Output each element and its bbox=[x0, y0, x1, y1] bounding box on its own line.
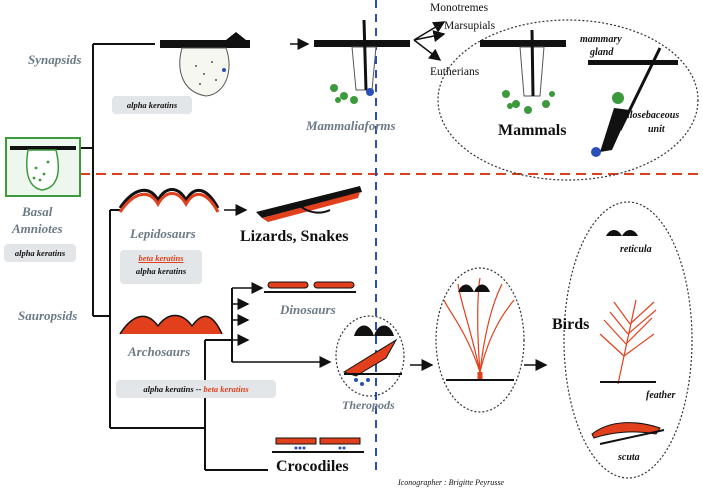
archosaur-alpha-label: alpha keratins -- bbox=[143, 384, 202, 394]
eutherians-label: Eutherians bbox=[430, 66, 480, 78]
birds-ellipse bbox=[563, 201, 693, 479]
dinosaur-scales-icon bbox=[264, 281, 356, 293]
sauropsids-label: Sauropsids bbox=[18, 308, 78, 323]
scuta-label: scuta bbox=[618, 452, 640, 463]
lepidosaur-scales-icon bbox=[118, 188, 220, 213]
lepidosaur-alpha-label: alpha keratins bbox=[135, 266, 187, 276]
basal-skin-icon bbox=[5, 137, 81, 197]
tree-arrows bbox=[224, 21, 548, 371]
lepidosaur-beta-label: beta keratins bbox=[138, 253, 184, 263]
theropod-ellipse bbox=[335, 315, 405, 397]
archosaurs-label: Archosaurs bbox=[128, 344, 191, 359]
feather-label: feather bbox=[646, 390, 676, 401]
lepidosaur-keratin-box: beta keratins alpha keratins bbox=[120, 250, 202, 284]
mammals-label: Mammals bbox=[498, 122, 567, 139]
basal-label-line1: Basal bbox=[22, 204, 53, 219]
pilosebaceous-line2: unit bbox=[648, 124, 665, 135]
reticula-label: reticula bbox=[620, 244, 652, 255]
crocodile-scute-icon bbox=[272, 437, 364, 453]
mammaliaforms-label: Mammaliaforms bbox=[306, 118, 396, 133]
reticula-icon bbox=[606, 230, 638, 236]
archosaur-beta-label: beta keratins bbox=[203, 384, 249, 394]
mammary-gland-icon bbox=[480, 29, 566, 114]
credit-label: Iconographer : Brigitte Peyrusse bbox=[398, 478, 504, 487]
scuta-icon bbox=[591, 422, 665, 445]
phylogeny-tree bbox=[80, 43, 268, 471]
monotremes-label: Monotremes bbox=[430, 2, 489, 14]
mammary-gland-line2: gland bbox=[590, 47, 614, 58]
early-feather-scales bbox=[458, 284, 490, 292]
theropods-label: Theropods bbox=[342, 398, 395, 412]
synapsids-label: Synapsids bbox=[28, 52, 82, 67]
lizards-snakes-label: Lizards, Snakes bbox=[240, 228, 349, 245]
basal-alpha-label: alpha keratins bbox=[14, 248, 66, 258]
crocodiles-label: Crocodiles bbox=[276, 458, 349, 475]
archosaur-scales-icon bbox=[119, 314, 223, 335]
marsupials-label: Marsupials bbox=[444, 20, 496, 32]
basal-label-line2: Amniotes bbox=[12, 221, 63, 236]
dinosaurs-label: Dinosaurs bbox=[280, 302, 336, 317]
lizard-scale-icon bbox=[256, 186, 362, 222]
archosaur-keratin-box: alpha keratins -- beta keratins bbox=[116, 380, 276, 398]
early-feather-icon bbox=[443, 277, 515, 380]
early-feather-ellipse bbox=[435, 267, 525, 413]
pilosebaceous-icon bbox=[588, 47, 678, 157]
synapsid-skin-icon bbox=[160, 32, 250, 97]
mammary-gland-line1: mammary bbox=[580, 34, 622, 45]
pilosebaceous-line1: pilosebaceous bbox=[622, 110, 680, 121]
synapsid-alpha-label: alpha keratins bbox=[126, 100, 178, 110]
mammals-ellipse bbox=[437, 19, 699, 181]
birds-label: Birds bbox=[552, 316, 590, 333]
theropod-feather-icon bbox=[342, 325, 402, 386]
mammaliaform-skin-icon bbox=[314, 19, 410, 104]
lepidosaurs-label: Lepidosaurs bbox=[130, 226, 196, 241]
feather-icon bbox=[599, 299, 657, 385]
basal-keratin-box: alpha keratins bbox=[4, 244, 76, 262]
synapsid-keratin-box: alpha keratins bbox=[112, 96, 192, 114]
